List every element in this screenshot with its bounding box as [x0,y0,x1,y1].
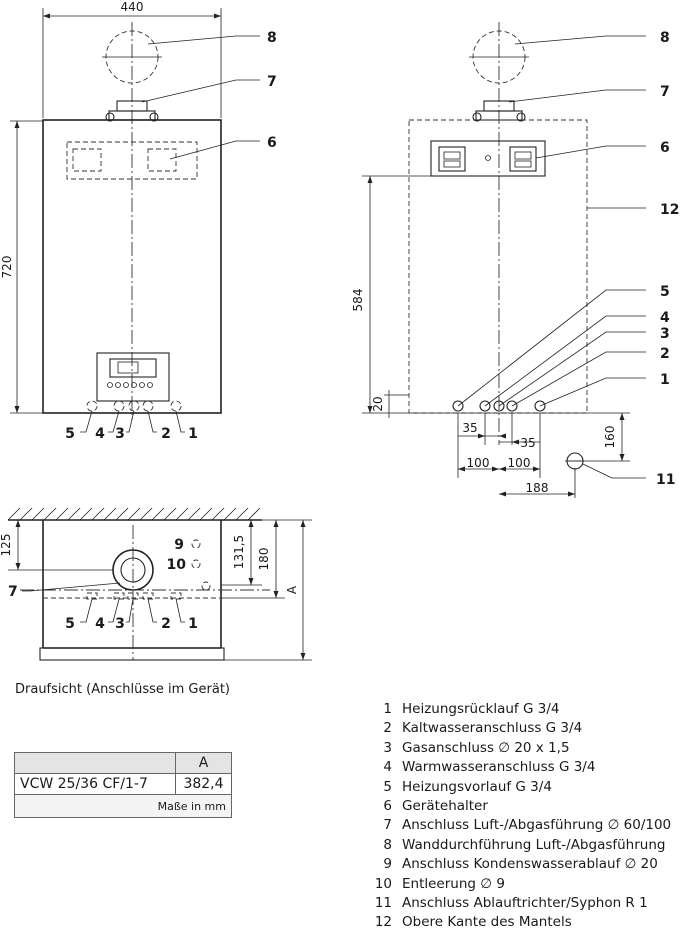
legend-text: Obere Kante des Mantels [402,914,572,931]
top-label-1: 1 [188,616,198,632]
legend-text: Entleerung ∅ 9 [402,875,505,892]
dim-100-left: 100 [467,456,490,470]
legend-item: 8 Wanddurchführung Luft-/Abgasführung [362,836,671,855]
top-callout-9: 9 [174,537,184,553]
height-dimension: 720 [0,256,14,279]
table-cell-model: VCW 25/36 CF/1-7 [14,773,176,795]
top-label-4: 4 [95,616,105,632]
legend-text: Heizungsrücklauf G 3/4 [402,701,560,717]
top-label-3: 3 [115,616,125,632]
table-header-row: A [14,752,232,774]
side-callout-8: 8 [660,30,670,46]
legend-text: Wanddurchführung Luft-/Abgasführung [402,836,666,853]
dim-a: A [285,585,299,594]
top-callout-10: 10 [167,557,187,573]
top-view: 9 10 7 5 4 3 2 1 125 131,5 [0,507,312,661]
table-cell-value: 382,4 [175,773,232,795]
dim-100-right: 100 [508,456,531,470]
technical-drawing: 440 720 [0,0,679,661]
dim-131-5: 131,5 [232,535,246,569]
legend-item: 7 Anschluss Luft-/Abgasführung ∅ 60/100 [362,816,671,835]
legend-item: 2 Kaltwasseranschluss G 3/4 [362,719,671,738]
legend-text: Gasanschluss ∅ 20 x 1,5 [402,739,570,756]
legend-number: 5 [383,778,392,795]
side-callout-4: 4 [660,310,670,326]
table-header-empty [14,752,176,774]
dim-160: 160 [603,426,617,449]
legend-number: 10 [374,875,392,892]
dim-35-left: 35 [462,421,477,435]
dim-35-right: 35 [520,436,535,450]
front-label-2: 2 [161,426,171,442]
table-header-a: A [175,752,232,774]
legend-number: 6 [383,798,392,815]
legend-item: 4 Warmwasseranschluss G 3/4 [362,758,671,777]
legend-number: 1 [383,701,392,717]
dim-584: 584 [351,289,365,312]
legend-item: 11 Anschluss Ablauftrichter/Syphon R 1 [362,894,671,913]
legend-item: 12 Obere Kante des Mantels [362,913,671,932]
front-callout-7: 7 [267,74,277,90]
legend-item: 1 Heizungsrücklauf G 3/4 [362,700,671,719]
top-label-2: 2 [161,616,171,632]
front-label-5: 5 [65,426,75,442]
dim-188: 188 [526,481,549,495]
legend-number: 2 [383,720,392,737]
side-callout-11: 11 [656,472,675,488]
side-callout-6: 6 [660,140,670,156]
legend-number: 3 [383,739,392,756]
side-callout-12: 12 [660,202,679,218]
legend-text: Warmwasseranschluss G 3/4 [402,759,596,776]
dim-125: 125 [0,534,13,557]
legend-number: 4 [383,759,392,776]
legend-number: 7 [383,817,392,834]
side-callout-5: 5 [660,284,670,300]
top-view-caption: Draufsicht (Anschlüsse im Gerät) [15,682,230,697]
legend-text: Anschluss Ablauftrichter/Syphon R 1 [402,895,648,912]
legend-item: 9 Anschluss Kondenswasserablauf ∅ 20 [362,855,671,874]
legend-text: Anschluss Kondenswasserablauf ∅ 20 [402,856,658,873]
legend-number: 12 [374,914,392,931]
legend-text: Anschluss Luft-/Abgasführung ∅ 60/100 [402,817,672,834]
legend: 1 Heizungsrücklauf G 3/4 2 Kaltwasseransch… [362,700,671,933]
table-row: VCW 25/36 CF/1-7 382,4 [14,773,232,795]
dim-20: 20 [371,396,385,411]
legend-item: 3 Gasanschluss ∅ 20 x 1,5 [362,739,671,758]
legend-item: 10 Entleerung ∅ 9 [362,875,671,894]
table-units-row: Maße in mm [14,794,232,818]
front-callout-8: 8 [267,30,277,46]
front-label-3: 3 [115,426,125,442]
width-dimension: 440 [121,0,144,14]
side-view: 584 20 5 4 3 2 1 12 8 7 6 [351,22,679,498]
legend-item: 6 Gerätehalter [362,797,671,816]
legend-text: Kaltwasseranschluss G 3/4 [402,720,583,737]
side-callout-3: 3 [660,326,670,342]
side-callout-1: 1 [660,372,670,388]
legend-number: 9 [383,856,392,873]
table-units: Maße in mm [14,794,232,818]
dimension-table: A VCW 25/36 CF/1-7 382,4 Maße in mm [14,752,232,818]
side-callout-7: 7 [660,84,670,100]
front-callout-6: 6 [267,135,277,151]
front-label-1: 1 [188,426,198,442]
dim-180: 180 [257,548,271,571]
side-callout-2: 2 [660,346,670,362]
legend-text: Gerätehalter [402,798,488,815]
legend-item: 5 Heizungsvorlauf G 3/4 [362,778,671,797]
top-label-5: 5 [65,616,75,632]
front-label-4: 4 [95,426,105,442]
legend-text: Heizungsvorlauf G 3/4 [402,778,552,795]
legend-number: 11 [374,895,392,912]
front-view: 440 720 [0,0,277,442]
legend-number: 8 [383,836,392,853]
top-callout-7: 7 [8,584,18,600]
